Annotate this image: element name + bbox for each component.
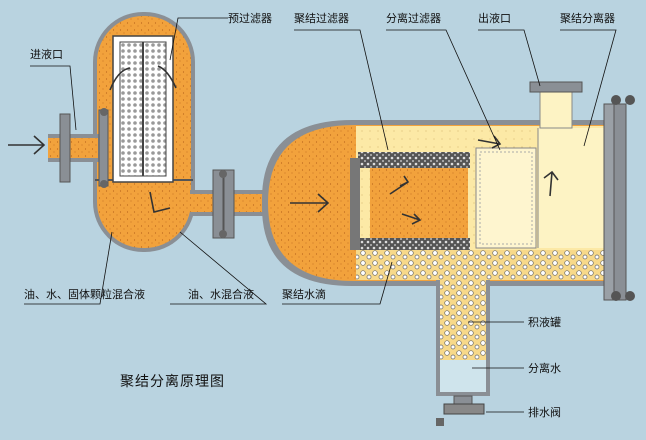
label-separated-water: 分离水: [528, 361, 561, 375]
label-mixed-oil-water: 油、水混合液: [188, 287, 254, 301]
inlet-pipe: [48, 108, 109, 188]
drain-valve: [443, 403, 485, 415]
label-coalesced-droplets: 聚结水滴: [282, 287, 326, 301]
label-coalescing-filter: 聚结过滤器: [294, 12, 349, 25]
separated-water-zone: [440, 360, 486, 392]
label-inlet: 进液口: [30, 47, 63, 61]
separation-arrow: [477, 135, 502, 149]
flow-arrows: [8, 65, 559, 225]
outlet-arrow: [543, 170, 559, 197]
main-separator-vessel: [261, 95, 635, 301]
label-mixed-liquid-solid: 油、水、固体颗粒混合液: [24, 287, 145, 301]
liquid-tank: [436, 280, 490, 426]
coalescing-filter-top: [358, 152, 470, 168]
main-arrow: [290, 193, 330, 213]
label-coalescing-separator: 聚结分离器: [560, 11, 615, 25]
diagram-caption: 聚结分离原理图: [120, 373, 225, 390]
coalesce-arrow: [389, 175, 410, 195]
label-outlet: 出液口: [478, 11, 511, 25]
connecting-pipe: [190, 169, 282, 239]
inlet-arrow: [8, 135, 46, 155]
coalesced-droplets-zone: [356, 250, 618, 280]
label-liquid-tank: 积液罐: [528, 315, 561, 329]
coalesce-arrow-2: [401, 213, 422, 225]
outlet-pipe: [529, 81, 583, 129]
label-pre-filter: 预过滤器: [228, 12, 272, 25]
down-arrow: [149, 191, 171, 213]
label-separation-filter: 分离过滤器: [386, 11, 441, 25]
label-drain-valve: 排水阀: [528, 405, 561, 419]
pre-filter-arrow-2: [157, 65, 177, 89]
pre-filter-arrow: [109, 67, 131, 91]
leader-lines: [24, 17, 617, 413]
